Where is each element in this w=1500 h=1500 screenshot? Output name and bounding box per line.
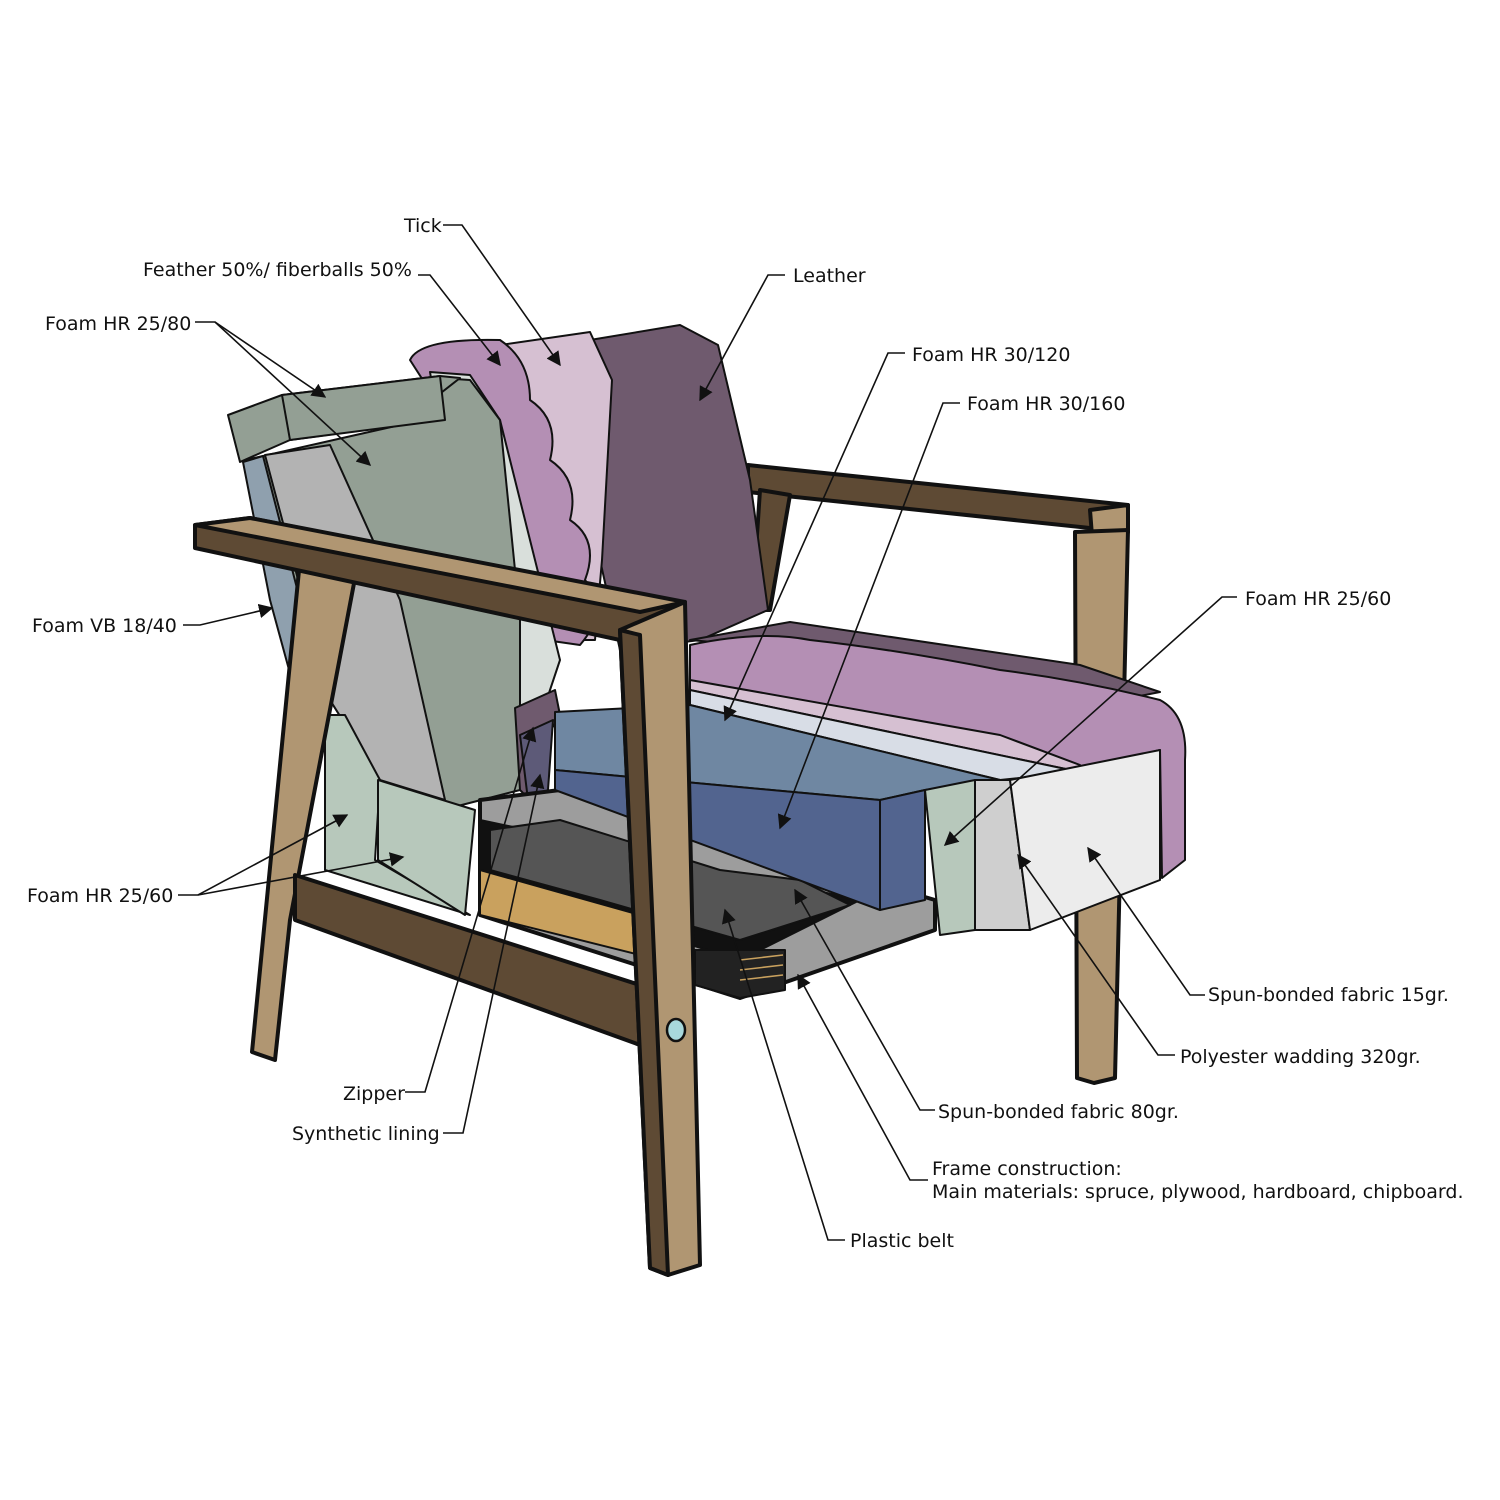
label-frame-construction: Frame construction: [932,1158,1122,1180]
label-foam-hr-30-120: Foam HR 30/120 [912,344,1070,366]
label-foam-hr-25-60-left: Foam HR 25/60 [27,885,173,907]
seat-feather [689,635,1187,879]
frame-bolt [665,1017,687,1043]
label-plastic-belt: Plastic belt [850,1230,954,1252]
label-foam-hr-25-60-right: Foam HR 25/60 [1245,588,1391,610]
label-synthetic-lining: Synthetic lining [292,1123,440,1145]
labels: Tick Feather 50%/ fiberballs 50% Foam HR… [27,215,1463,1252]
label-foam-hr-25-80: Foam HR 25/80 [45,313,191,335]
leader-lines [178,224,1237,1241]
label-foam-hr-30-160: Foam HR 30/160 [967,393,1125,415]
label-frame-materials: Main materials: spruce, plywood, hardboa… [932,1181,1463,1203]
label-polyester-wadding: Polyester wadding 320gr. [1180,1046,1421,1068]
label-tick: Tick [403,215,442,237]
label-leather: Leather [793,265,866,287]
label-foam-vb-18-40: Foam VB 18/40 [32,615,177,637]
spun-bonded-fabric-15 [1009,749,1161,931]
front-frame [193,516,702,1277]
label-spun-bonded-80: Spun-bonded fabric 80gr. [938,1101,1179,1123]
label-feather: Feather 50%/ fiberballs 50% [143,259,412,281]
label-zipper: Zipper [343,1083,405,1105]
label-spun-bonded-15: Spun-bonded fabric 15gr. [1208,984,1449,1006]
